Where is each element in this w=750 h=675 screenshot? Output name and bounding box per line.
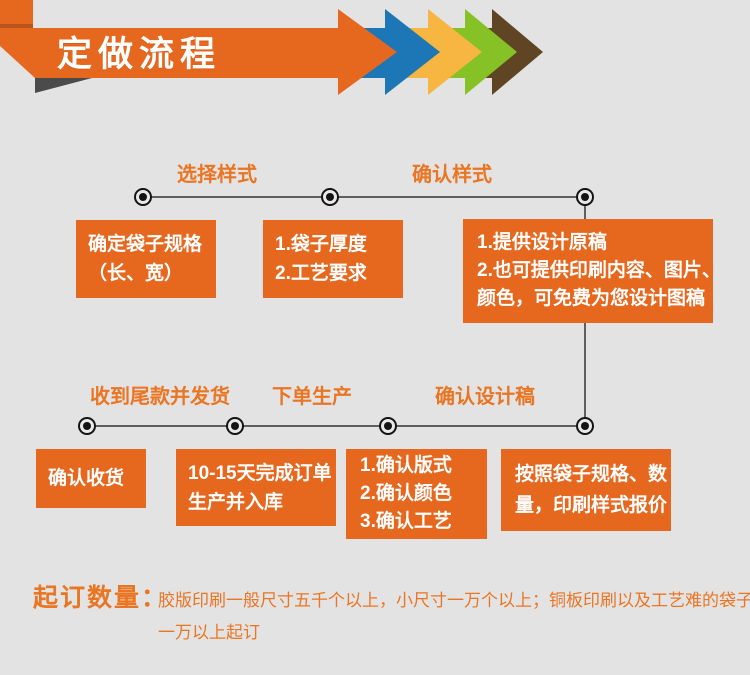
box-line: 颜色，可免费为您设计图稿 [477, 288, 706, 309]
min-order-text: 胶版印刷一般尺寸五千个以上，小尺寸一万个以上；铜板印刷以及工艺难的袋子 一万以上… [158, 585, 750, 649]
row2-timeline [87, 425, 585, 427]
box-line: 确认收货 [48, 468, 125, 489]
flow-node-dot-core [384, 422, 392, 430]
flow-node-dot [78, 417, 96, 435]
flow-node-dot [226, 417, 244, 435]
box-line: 3.确认工艺 [360, 511, 452, 532]
step-label-order-production: 下单生产 [272, 386, 352, 408]
min-order-line: 胶版印刷一般尺寸五千个以上，小尺寸一万个以上；铜板印刷以及工艺难的袋子 [158, 591, 750, 610]
step-label-confirm-design: 确认设计稿 [435, 386, 535, 408]
ribbon-tab-shadow [0, 24, 33, 28]
flow-box-quote: 按照袋子规格、数 量，印刷样式报价 [501, 449, 671, 531]
flow-node-dot-core [231, 422, 239, 430]
box-line: 量，印刷样式报价 [515, 495, 668, 516]
min-order-label: 起订数量： [33, 584, 169, 612]
flow-node-dot [134, 188, 152, 206]
min-order-line: 一万以上起订 [158, 623, 260, 642]
flow-node-dot [576, 188, 594, 206]
step-label-choose-style: 选择样式 [177, 164, 257, 186]
box-line: 2.也可提供印刷内容、图片、 [477, 260, 721, 281]
box-line: 按照袋子规格、数 [515, 464, 668, 485]
flow-box-production-time: 10-15天完成订单 生产并入库 [176, 449, 336, 526]
box-line: 2.确认颜色 [360, 483, 452, 504]
flow-node-dot-core [581, 422, 589, 430]
flow-node-dot-core [83, 422, 91, 430]
ribbon-band-arrow [0, 9, 397, 95]
flow-box-bag-spec: 确定袋子规格 （长、宽） [76, 220, 216, 298]
step-label-confirm-style: 确认样式 [412, 164, 492, 186]
flow-box-design-draft: 1.提供设计原稿 2.也可提供印刷内容、图片、 颜色，可免费为您设计图稿 [463, 219, 721, 323]
box-line: 1.提供设计原稿 [477, 232, 607, 253]
flow-node-dot-core [326, 193, 334, 201]
flow-node-dot-core [581, 193, 589, 201]
flow-node-dot-core [139, 193, 147, 201]
box-line: 1.确认版式 [360, 455, 452, 476]
banner-title: 定做流程 [57, 35, 222, 74]
ribbon-fold-shadow [35, 78, 92, 93]
box-line: 2.工艺要求 [275, 263, 367, 284]
flow-box-confirm-receipt: 确认收货 [36, 449, 146, 508]
flow-node-dot [576, 417, 594, 435]
ribbon-tab [0, 0, 33, 25]
flow-node-dot [379, 417, 397, 435]
box-line: （长、宽） [88, 263, 184, 284]
step-label-ship: 收到尾款并发货 [90, 386, 230, 408]
banner-ribbon [0, 0, 543, 95]
box-line: 生产并入库 [188, 491, 284, 513]
box-line: 1.袋子厚度 [275, 234, 367, 255]
box-line: 10-15天完成订单 [188, 462, 332, 484]
row1-timeline [143, 196, 585, 198]
flow-node-dot [321, 188, 339, 206]
flow-box-thickness-craft: 1.袋子厚度 2.工艺要求 [263, 220, 403, 298]
flow-box-confirm-details: 1.确认版式 2.确认颜色 3.确认工艺 [346, 449, 487, 539]
box-line: 确定袋子规格 [88, 234, 203, 255]
